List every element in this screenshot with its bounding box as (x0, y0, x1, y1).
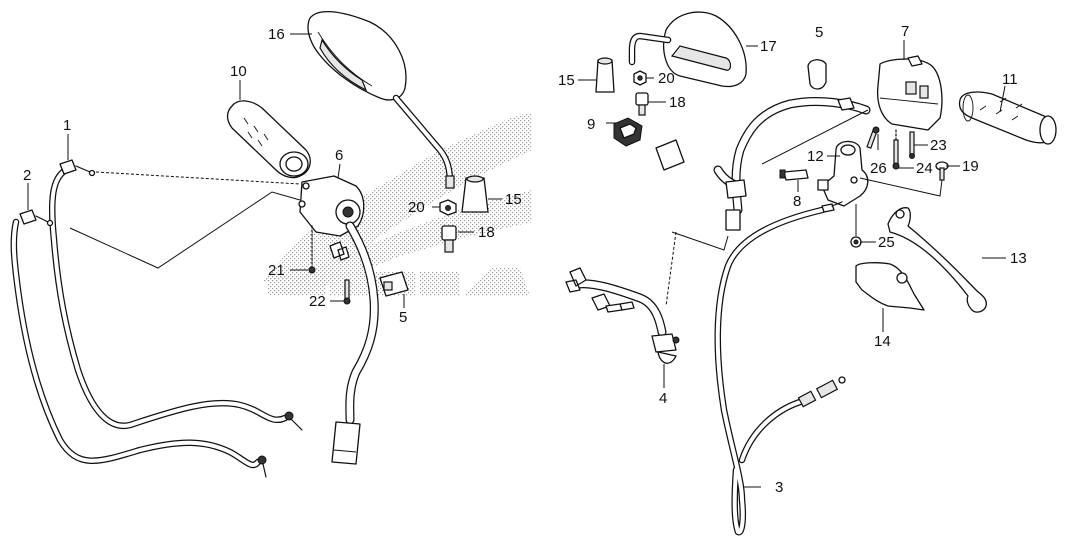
clutch-adjuster (797, 390, 817, 408)
wire-clip-left[interactable] (379, 271, 409, 297)
callout-labels: 1 2 3 4 5 5 6 7 8 9 10 11 12 13 14 15 15… (23, 23, 1027, 496)
harness-coupler (725, 209, 741, 231)
callout-15-left[interactable]: 15 (558, 72, 575, 89)
callout-21[interactable]: 21 (268, 262, 285, 279)
watermark-letter-d (420, 272, 460, 296)
left-mirror[interactable] (628, 11, 747, 88)
callout-10[interactable]: 10 (230, 63, 247, 80)
wire-clip-right[interactable] (807, 59, 827, 90)
callout-20-left[interactable]: 20 (658, 70, 675, 87)
assembly-guide-line-left (69, 191, 301, 269)
screw-22[interactable] (343, 279, 351, 305)
switch-wire-terminals (329, 241, 350, 261)
callout-13[interactable]: 13 (1010, 250, 1027, 267)
screw-21[interactable] (308, 225, 316, 274)
callout-6[interactable]: 6 (335, 147, 343, 164)
clutch-lever[interactable] (887, 207, 987, 313)
cable-b-fitting (19, 209, 37, 225)
left-handlebar-switch[interactable] (876, 55, 943, 131)
harness-4-guide (665, 231, 677, 307)
lever-nut[interactable] (850, 204, 862, 248)
callout-24[interactable]: 24 (916, 160, 933, 177)
left-grip[interactable] (958, 91, 1057, 145)
callout-20-right[interactable]: 20 (408, 199, 425, 216)
screw-26[interactable] (866, 126, 880, 149)
left-switch-harness (655, 97, 871, 231)
clutch-lever-bracket[interactable] (817, 140, 869, 207)
watermark-letter-h (268, 275, 326, 295)
callout-19[interactable]: 19 (962, 158, 979, 175)
callout-26[interactable]: 26 (870, 160, 887, 177)
callout-16[interactable]: 16 (268, 26, 285, 43)
callout-25[interactable]: 25 (878, 234, 895, 251)
callout-leaders (27, 33, 1006, 488)
callout-3[interactable]: 3 (775, 479, 783, 496)
throttle-cable-a[interactable] (48, 159, 303, 431)
cable-b-end-nut (257, 455, 267, 465)
honda-watermark (262, 112, 532, 296)
callout-1[interactable]: 1 (63, 117, 71, 134)
connector[interactable] (613, 117, 643, 147)
watermark-letter-o (330, 272, 370, 296)
callout-15-right[interactable]: 15 (505, 191, 522, 208)
mirror-adapter-right[interactable] (441, 225, 457, 253)
callout-2[interactable]: 2 (23, 167, 31, 184)
harness-clip (837, 97, 855, 111)
lever-cover[interactable] (855, 262, 925, 311)
harness-plug (655, 139, 685, 171)
clutch-harness-guide (671, 231, 729, 251)
watermark-wing-lower (270, 190, 532, 296)
right-mirror[interactable] (307, 10, 455, 189)
throttle-cable-b[interactable] (10, 209, 267, 478)
callout-5-left[interactable]: 5 (399, 309, 407, 326)
watermark-wing (262, 112, 532, 282)
callout-4[interactable]: 4 (659, 390, 667, 407)
callout-5-right[interactable]: 5 (815, 24, 823, 41)
callout-8[interactable]: 8 (793, 193, 801, 210)
callout-9[interactable]: 9 (587, 116, 595, 133)
right-handlebar-switch[interactable] (298, 175, 379, 465)
callout-7[interactable]: 7 (901, 23, 909, 40)
cable-a-end-nut (284, 411, 294, 421)
clutch-switch-harness[interactable] (565, 267, 680, 364)
assembly-guide-line-right (761, 109, 869, 165)
assembly-guide-line-pivot (859, 177, 943, 197)
callout-18-left[interactable]: 18 (669, 94, 686, 111)
harness-4-terminals (565, 267, 587, 293)
grip-end-left (1039, 115, 1057, 145)
callout-22[interactable]: 22 (309, 293, 326, 310)
callout-23[interactable]: 23 (930, 137, 947, 154)
screw-23[interactable] (909, 131, 915, 159)
watermark-letter-a (462, 268, 530, 296)
cable-to-switch-guide (95, 171, 301, 185)
cable-a-fitting (59, 159, 77, 175)
switch-connector (331, 421, 361, 465)
nut-right[interactable] (439, 199, 457, 216)
harness-relay (725, 179, 747, 199)
lever-pivot-bolt[interactable] (935, 161, 949, 181)
mirror-adapter-left[interactable] (635, 92, 649, 116)
nut-left[interactable] (633, 70, 647, 86)
mirror-cover-right[interactable] (461, 175, 489, 213)
clutch-cable[interactable] (714, 201, 846, 536)
mirror-cover-left[interactable] (595, 57, 615, 93)
screw-24[interactable] (892, 129, 900, 170)
mirror-thread (445, 175, 455, 189)
callout-17[interactable]: 17 (760, 38, 777, 55)
callout-18-right[interactable]: 18 (478, 224, 495, 241)
callout-14[interactable]: 14 (874, 333, 891, 350)
callout-12[interactable]: 12 (807, 148, 824, 165)
clutch-switch[interactable] (779, 169, 809, 181)
throttle-grip[interactable] (226, 100, 311, 179)
callout-11[interactable]: 11 (1002, 71, 1018, 88)
